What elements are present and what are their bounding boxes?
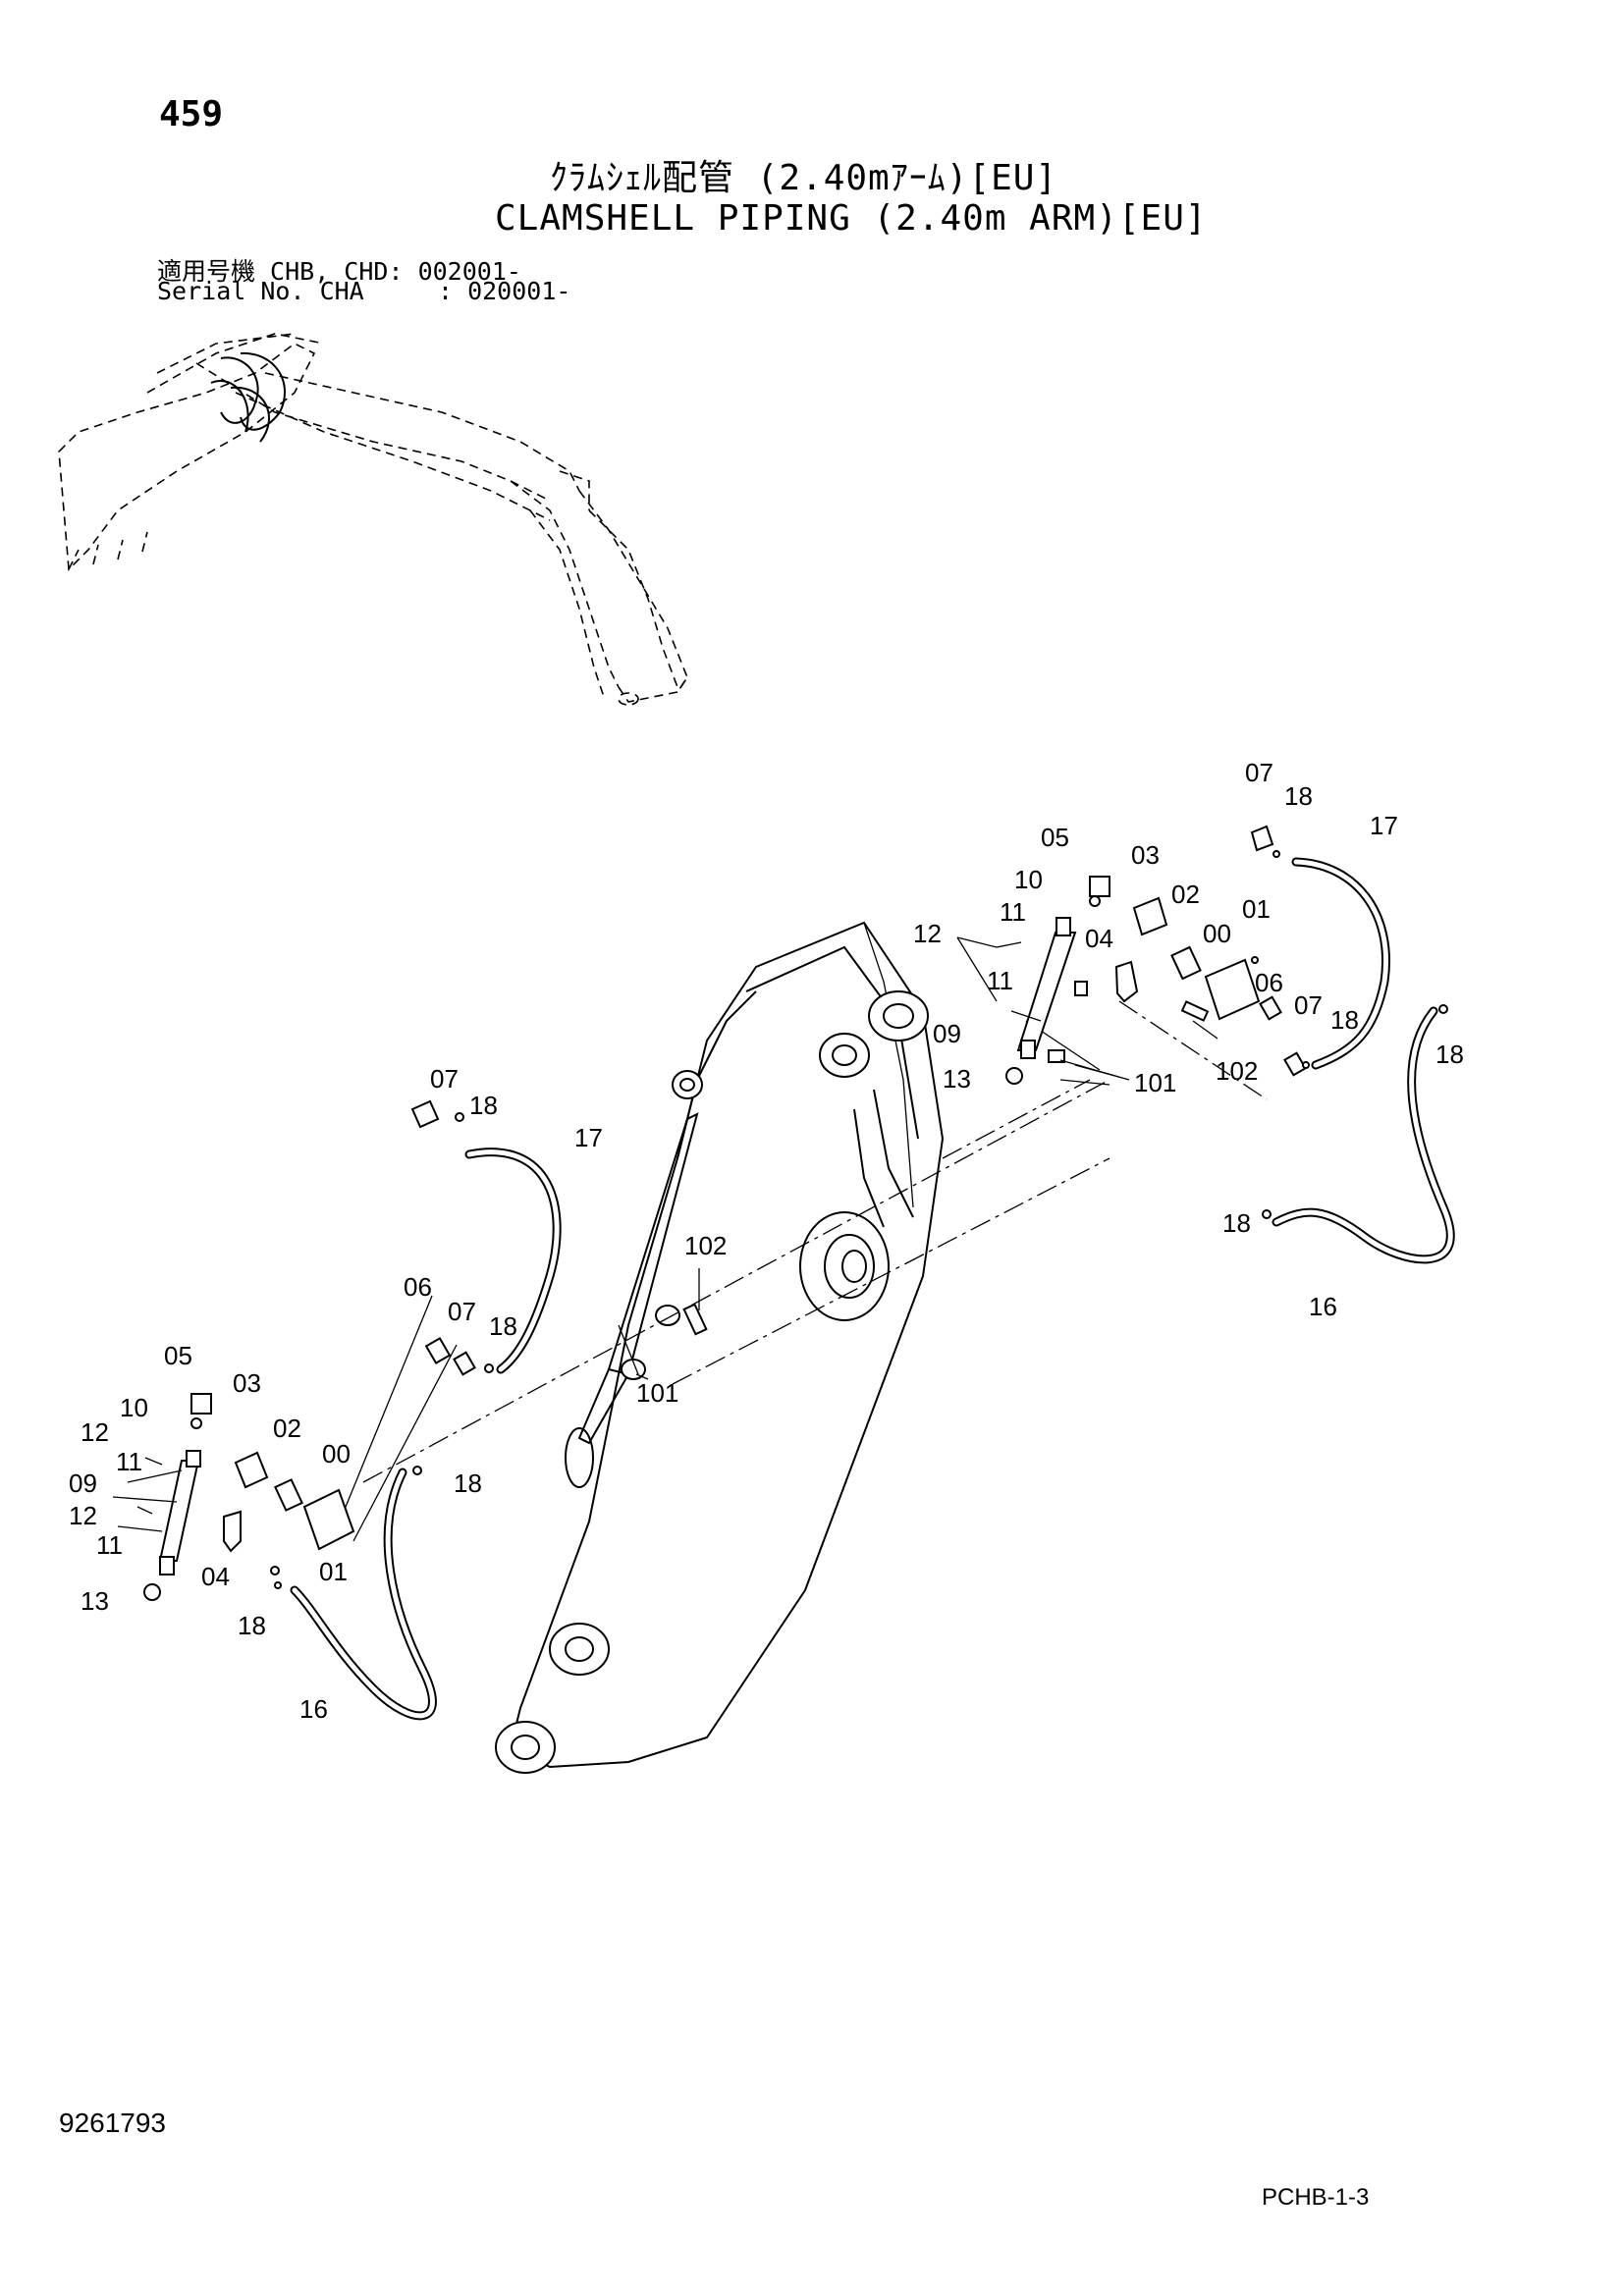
callout-05: 05	[164, 1341, 192, 1370]
callout-11: 11	[116, 1447, 142, 1476]
callout-05: 05	[1041, 823, 1069, 852]
callout-01: 01	[319, 1557, 348, 1586]
callout-13: 13	[81, 1586, 109, 1616]
callout-18: 18	[454, 1468, 482, 1498]
callout-02: 02	[1171, 880, 1200, 909]
callout-13: 13	[943, 1064, 971, 1094]
callout-102: 102	[1216, 1056, 1258, 1086]
callout-06: 06	[1255, 968, 1283, 997]
callout-03: 03	[233, 1368, 261, 1398]
callout-16: 16	[299, 1694, 328, 1724]
callout-11: 11	[96, 1530, 123, 1560]
right-piping-assembly	[942, 825, 1455, 1264]
callout-10: 10	[120, 1393, 148, 1422]
callout-18: 18	[469, 1091, 498, 1120]
callout-07: 07	[1245, 758, 1273, 787]
callout-102: 102	[684, 1231, 727, 1260]
callout-03: 03	[1131, 840, 1160, 870]
callout-01: 01	[1242, 894, 1271, 924]
callout-11: 11	[1000, 897, 1026, 927]
callout-101: 101	[1134, 1068, 1176, 1097]
callout-18: 18	[238, 1611, 266, 1640]
callout-11: 11	[987, 966, 1013, 995]
callout-12: 12	[81, 1417, 109, 1447]
callout-00: 00	[1203, 919, 1231, 948]
callout-17: 17	[1370, 811, 1398, 840]
document-id: 9261793	[59, 2108, 167, 2138]
callout-18: 18	[1435, 1040, 1464, 1069]
left-piping-assembly	[136, 1079, 1110, 1721]
callout-12: 12	[913, 919, 942, 948]
callout-16: 16	[1309, 1292, 1337, 1321]
sheet-code: PCHB-1-3	[1262, 2184, 1370, 2211]
callout-101: 101	[636, 1378, 678, 1408]
machine-overview-inset	[58, 333, 688, 706]
callout-10: 10	[1014, 865, 1043, 894]
callout-04: 04	[201, 1562, 230, 1591]
arm-boom	[495, 921, 945, 1774]
page-number: 459	[159, 94, 224, 134]
callout-17: 17	[574, 1123, 603, 1152]
page-title-english: CLAMSHELL PIPING (2.40m ARM)[EU]	[495, 198, 1208, 239]
callout-09: 09	[69, 1468, 97, 1498]
callouts-right-group: 07 18 17 05 03 10 02 01 11 12 00 04 11 0…	[913, 758, 1464, 1321]
callouts-left-group: 07 18 17 06 07 18 05 03 10 12 02 11 00 0…	[69, 1064, 727, 1724]
callout-02: 02	[273, 1414, 301, 1443]
applicable-serial-line-2: Serial No. CHA : 020001-	[157, 277, 571, 305]
callout-00: 00	[322, 1439, 351, 1468]
page-title-japanese: ｸﾗﾑｼｪﾙ配管 (2.40mｱｰﾑ)[EU]	[550, 158, 1058, 198]
callout-07: 07	[448, 1297, 476, 1326]
callout-04: 04	[1085, 924, 1113, 953]
callout-18: 18	[1222, 1208, 1251, 1238]
callout-12: 12	[69, 1501, 97, 1530]
callout-18: 18	[1284, 781, 1313, 811]
callout-18: 18	[1330, 1005, 1359, 1035]
callout-09: 09	[933, 1019, 961, 1048]
callout-18: 18	[489, 1311, 517, 1341]
callout-07: 07	[1294, 990, 1323, 1020]
leader-lines	[112, 936, 1218, 1532]
applicable-serial-line-1: 適用号機 CHB, CHD: 002001-	[157, 257, 521, 286]
callout-06: 06	[404, 1272, 432, 1302]
callout-07: 07	[430, 1064, 459, 1094]
